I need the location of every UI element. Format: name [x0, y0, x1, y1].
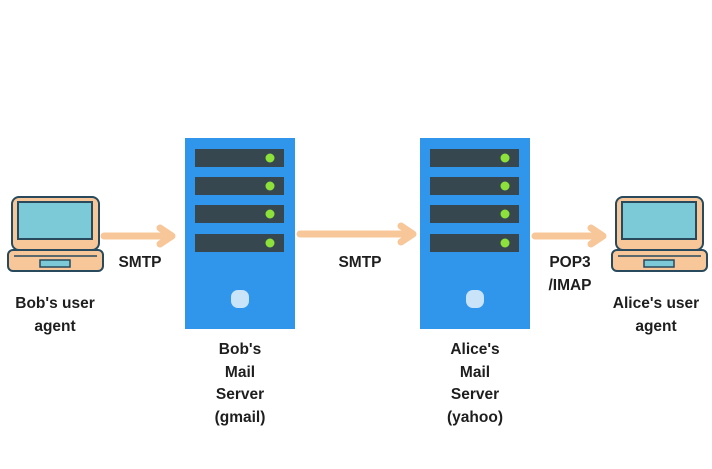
- alice-agent-label: Alice's user agent: [600, 293, 712, 338]
- alice-laptop-icon: [611, 196, 708, 272]
- label-line: Server: [215, 386, 265, 403]
- label-line: SMTP: [118, 254, 162, 271]
- edge-label-smtp-1: SMTP: [106, 252, 174, 275]
- bob-laptop-icon: [7, 196, 104, 272]
- label-line: Mail: [224, 363, 256, 381]
- label-line: Alice's: [450, 341, 500, 358]
- arrow-bob-agent-to-bob-server: [100, 224, 176, 248]
- edge-label-pop3-imap: POP3 /IMAP: [535, 252, 605, 297]
- label-line: agent: [635, 317, 677, 335]
- label-line: /IMAP: [548, 276, 592, 294]
- label-line: Mail: [459, 363, 491, 381]
- label-line: Bob's: [218, 341, 262, 358]
- arrow-bob-server-to-alice-server: [296, 222, 417, 246]
- alice-server-icon: [420, 138, 530, 329]
- bob-server-label: Bob's Mail Server (gmail): [185, 339, 295, 429]
- label-line: (yahoo): [447, 408, 503, 426]
- bob-server-icon: [185, 138, 295, 329]
- label-line: Alice's user: [612, 295, 700, 312]
- alice-server-label: Alice's Mail Server (yahoo): [420, 339, 530, 429]
- label-line: (gmail): [214, 408, 266, 426]
- arrow-alice-server-to-alice-agent: [531, 224, 607, 248]
- label-line: Bob's user: [15, 295, 95, 312]
- label-line: Server: [450, 386, 500, 403]
- bob-agent-label: Bob's user agent: [0, 293, 110, 338]
- edge-label-smtp-2: SMTP: [320, 252, 400, 275]
- label-line: SMTP: [338, 254, 382, 271]
- label-line: POP3: [549, 254, 591, 271]
- label-line: agent: [34, 317, 76, 335]
